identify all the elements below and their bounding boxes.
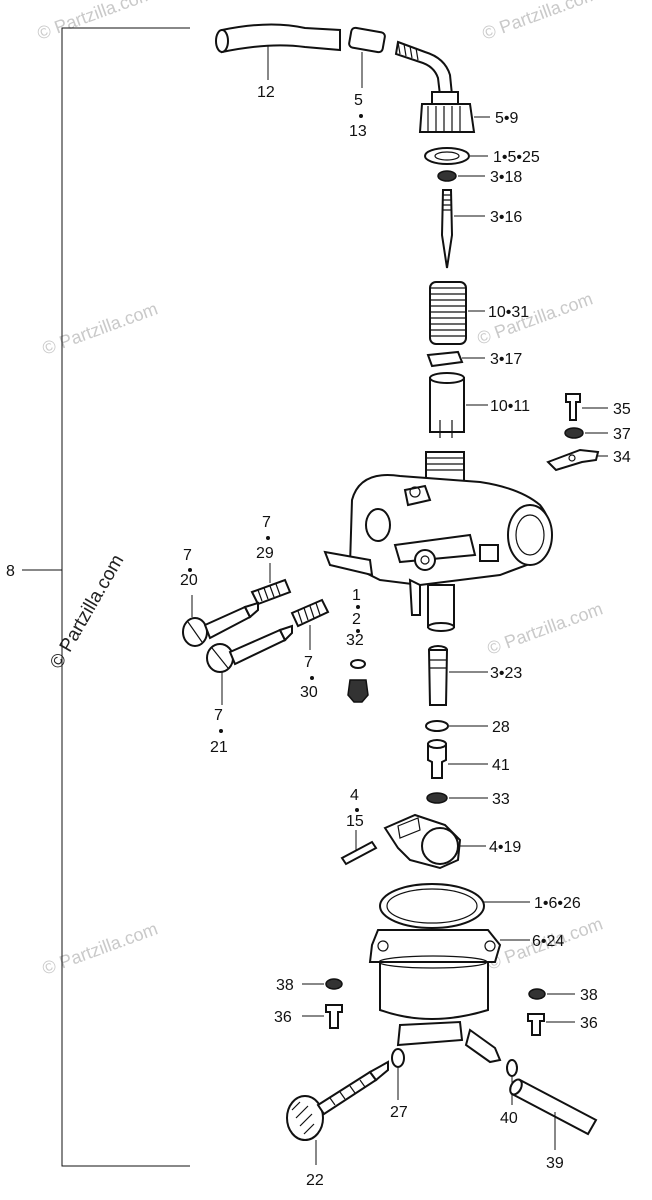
bracket-34: 34: [546, 448, 631, 472]
callout-27: 27: [390, 1104, 408, 1121]
callout-29: 29: [256, 545, 274, 562]
carburetor-body: [323, 451, 553, 632]
drain-tube-39: 39: [509, 1078, 598, 1172]
float-pin-4-15: 4 15: [340, 787, 378, 866]
throttle-valve-10-11: 10•11: [429, 372, 530, 438]
watermark: © Partzilla.com: [485, 598, 606, 658]
drain-screw-22: 22: [286, 1060, 389, 1189]
callout-7-top-30: 7: [304, 654, 313, 671]
o-ring-28: 28: [425, 719, 510, 736]
callout-30: 30: [300, 684, 318, 701]
callout-37: 37: [613, 426, 631, 443]
spring-10-31: 10•31: [429, 281, 529, 345]
callout-38-right: 38: [580, 987, 598, 1004]
sleeve-5-13: 5 13: [348, 26, 386, 140]
callout-4: 4: [350, 787, 359, 804]
callout-5-9: 5•9: [495, 110, 519, 127]
screw-36-right: 36: [527, 1013, 598, 1036]
jet-needle-3-16: 3•16: [440, 189, 522, 269]
screw-7-20: 7 20: [180, 547, 259, 647]
callout-36-right: 36: [580, 1015, 598, 1032]
breather-tube-12: 12: [215, 23, 341, 101]
callout-1: 1: [352, 587, 361, 604]
screw-36-left: 36: [274, 1004, 343, 1029]
callout-32: 32: [346, 632, 364, 649]
gasket-1-5-25: 1•5•25: [424, 147, 540, 166]
watermark: © Partzilla.com: [40, 298, 161, 358]
callout-1-6-26: 1•6•26: [534, 895, 581, 912]
callout-35: 35: [613, 401, 631, 418]
callout-3-23: 3•23: [490, 665, 522, 682]
top-cap-5-9: 5•9: [394, 40, 519, 133]
needle-jet-3-23: 3•23: [427, 645, 522, 706]
watermark-side: © Partzilla.com: [46, 551, 128, 672]
callout-10-31: 10•31: [488, 304, 529, 321]
retainer-3-17: 3•17: [426, 350, 522, 368]
callout-7-top-29: 7: [262, 514, 271, 531]
washer-38-left: 38: [276, 977, 343, 994]
watermark: © Partzilla.com: [40, 918, 161, 978]
washer-33: 33: [426, 791, 510, 808]
callout-41: 41: [492, 757, 510, 774]
callout-3-16: 3•16: [490, 209, 522, 226]
clip-3-18: 3•18: [437, 169, 522, 186]
washer-37: 37: [564, 426, 631, 443]
watermark: © Partzilla.com: [480, 0, 601, 44]
callout-7-top-21: 7: [214, 707, 223, 724]
callout-3-18: 3•18: [490, 169, 522, 186]
callout-3-17: 3•17: [490, 351, 522, 368]
spring-7-29: 7 29: [250, 514, 292, 606]
washer-38-right: 38: [528, 987, 598, 1004]
callout-15: 15: [346, 813, 364, 830]
jet-1-2-32: 1 2 32: [346, 587, 369, 703]
assembly-bracket: [61, 27, 190, 1167]
watermark: © Partzilla.com: [35, 0, 156, 44]
watermark-group: © Partzilla.com © Partzilla.com © Partzi…: [35, 0, 606, 979]
callout-13: 13: [349, 123, 367, 140]
spring-7-30: 7 30: [290, 598, 330, 701]
callout-20: 20: [180, 572, 198, 589]
callout-6-24: 6•24: [532, 933, 564, 950]
callout-39: 39: [546, 1155, 564, 1172]
callout-38-left: 38: [276, 977, 294, 994]
callout-7-top-20: 7: [183, 547, 192, 564]
callout-36-left: 36: [274, 1009, 292, 1026]
callout-4-19: 4•19: [489, 839, 521, 856]
callout-5: 5: [354, 92, 363, 109]
float-4-19: 4•19: [383, 813, 521, 870]
callout-1-5-25: 1•5•25: [493, 149, 540, 166]
screw-35: 35: [565, 393, 631, 421]
o-ring-27: 27: [390, 1048, 408, 1121]
callout-8: 8: [6, 563, 15, 580]
callout-33: 33: [492, 791, 510, 808]
o-ring-40: 40: [500, 1059, 518, 1127]
callout-40: 40: [500, 1110, 518, 1127]
callout-28: 28: [492, 719, 510, 736]
callout-21: 21: [210, 739, 228, 756]
callout-12: 12: [257, 84, 275, 101]
callout-34: 34: [613, 449, 631, 466]
float-bowl-6-24: 6•24: [368, 929, 564, 1064]
callout-10-11: 10•11: [490, 398, 530, 415]
screw-7-21: 7 21: [206, 624, 293, 756]
callout-22: 22: [306, 1172, 324, 1189]
float-bowl-gasket-1-6-26: 1•6•26: [379, 883, 581, 929]
main-jet-holder-41: 41: [427, 739, 510, 779]
callout-2: 2: [352, 611, 361, 628]
